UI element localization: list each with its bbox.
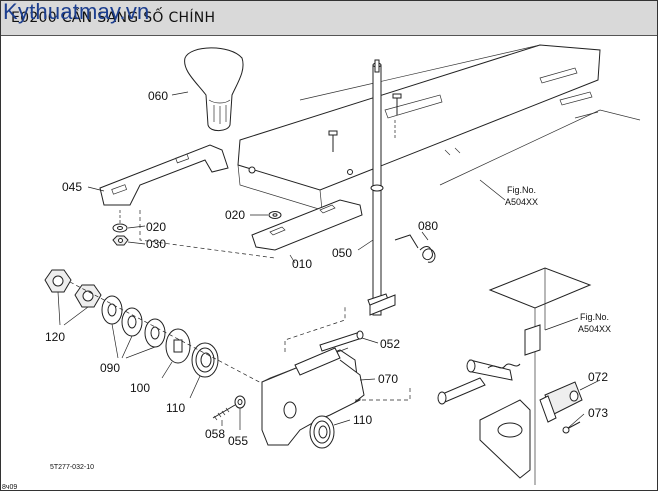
plate-045	[87, 144, 229, 206]
callout-072: 072	[588, 370, 608, 384]
fig-ref-1-code: A504XX	[505, 197, 538, 207]
washer-100	[165, 328, 191, 364]
shift-knob	[171, 47, 244, 132]
page-title: E0200 CẦN SANG SỐ CHÍNH	[11, 10, 216, 26]
callout-090: 090	[100, 361, 120, 375]
callout-110b: 110	[353, 413, 372, 427]
callout-045: 045	[62, 180, 82, 194]
pin-058	[212, 404, 236, 426]
washer-055	[234, 395, 246, 430]
callout-052: 052	[380, 337, 400, 351]
callout-070: 070	[378, 372, 398, 386]
washer-nut-left	[112, 210, 146, 246]
lower-right-bracket	[437, 267, 592, 485]
plate-010	[250, 199, 363, 264]
fig-ref-1-label: Fig.No.	[507, 185, 536, 195]
switch-072	[539, 379, 601, 423]
callout-020b: 020	[225, 208, 245, 222]
fig-ref-2-label: Fig.No.	[580, 312, 609, 322]
nut-120a	[44, 269, 72, 293]
washer-090b	[121, 307, 143, 337]
pin-052	[319, 330, 379, 352]
corner-mark: 8ч09	[2, 484, 17, 491]
screw-073	[562, 413, 585, 434]
bushing-110b	[309, 415, 351, 449]
watermark-logo: Kythuatmay.vn	[3, 0, 150, 24]
callout-060: 060	[148, 89, 168, 103]
callout-058: 058	[205, 427, 225, 441]
washer-090c	[144, 318, 166, 348]
callout-110a: 110	[166, 401, 185, 415]
callout-100: 100	[130, 381, 150, 395]
bushing-110a	[191, 342, 219, 378]
shift-lever	[357, 59, 396, 316]
callout-020a: 020	[146, 220, 166, 234]
callout-120: 120	[45, 330, 65, 344]
bracket-070	[261, 305, 411, 446]
fig-ref-2-code: A504XX	[578, 324, 611, 334]
callout-010: 010	[292, 257, 312, 271]
spring-080	[394, 231, 436, 263]
callout-050: 050	[332, 246, 352, 260]
title-bar: E0200 CẦN SANG SỐ CHÍNH Kythuatmay.vn	[1, 0, 657, 36]
callout-030: 030	[146, 237, 166, 251]
callout-080: 080	[418, 219, 438, 233]
washer-090a	[101, 295, 123, 325]
frame-plate	[237, 44, 641, 211]
callout-073: 073	[588, 406, 608, 420]
nut-120b	[74, 284, 102, 308]
drawing-code: 5T277-032-10	[50, 464, 94, 471]
callout-055: 055	[228, 434, 248, 448]
